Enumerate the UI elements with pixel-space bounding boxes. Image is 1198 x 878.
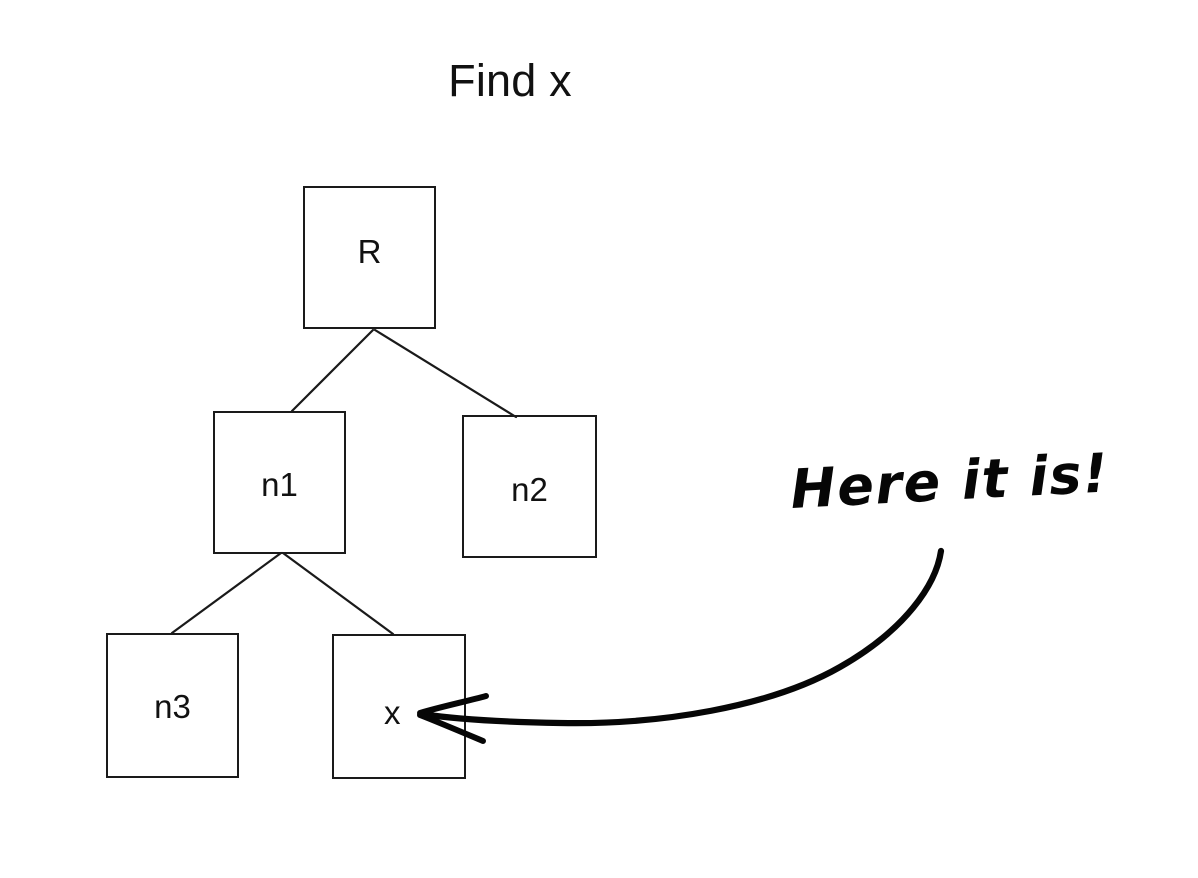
- tree-node-x[interactable]: x: [332, 634, 466, 779]
- tree-node-n1[interactable]: n1: [213, 411, 346, 554]
- tree-node-n3-label: n3: [154, 688, 191, 725]
- edge-r-n1: [290, 328, 375, 413]
- tree-node-n2[interactable]: n2: [462, 415, 597, 558]
- annotation-text: Here it is!: [788, 441, 1111, 521]
- tree-node-r[interactable]: R: [303, 186, 436, 329]
- tree-node-r-label: R: [357, 233, 382, 270]
- tree-node-n2-label: n2: [511, 471, 548, 508]
- annotation-arrow-shaft: [417, 547, 945, 727]
- edge-n1-n3: [170, 551, 283, 635]
- page-title: Find x: [448, 55, 572, 106]
- edge-r-n2: [373, 328, 518, 419]
- tree-node-x-label: x: [384, 694, 401, 731]
- tree-node-n3[interactable]: n3: [106, 633, 239, 778]
- edge-n1-x: [281, 551, 395, 636]
- tree-node-n1-label: n1: [261, 466, 298, 503]
